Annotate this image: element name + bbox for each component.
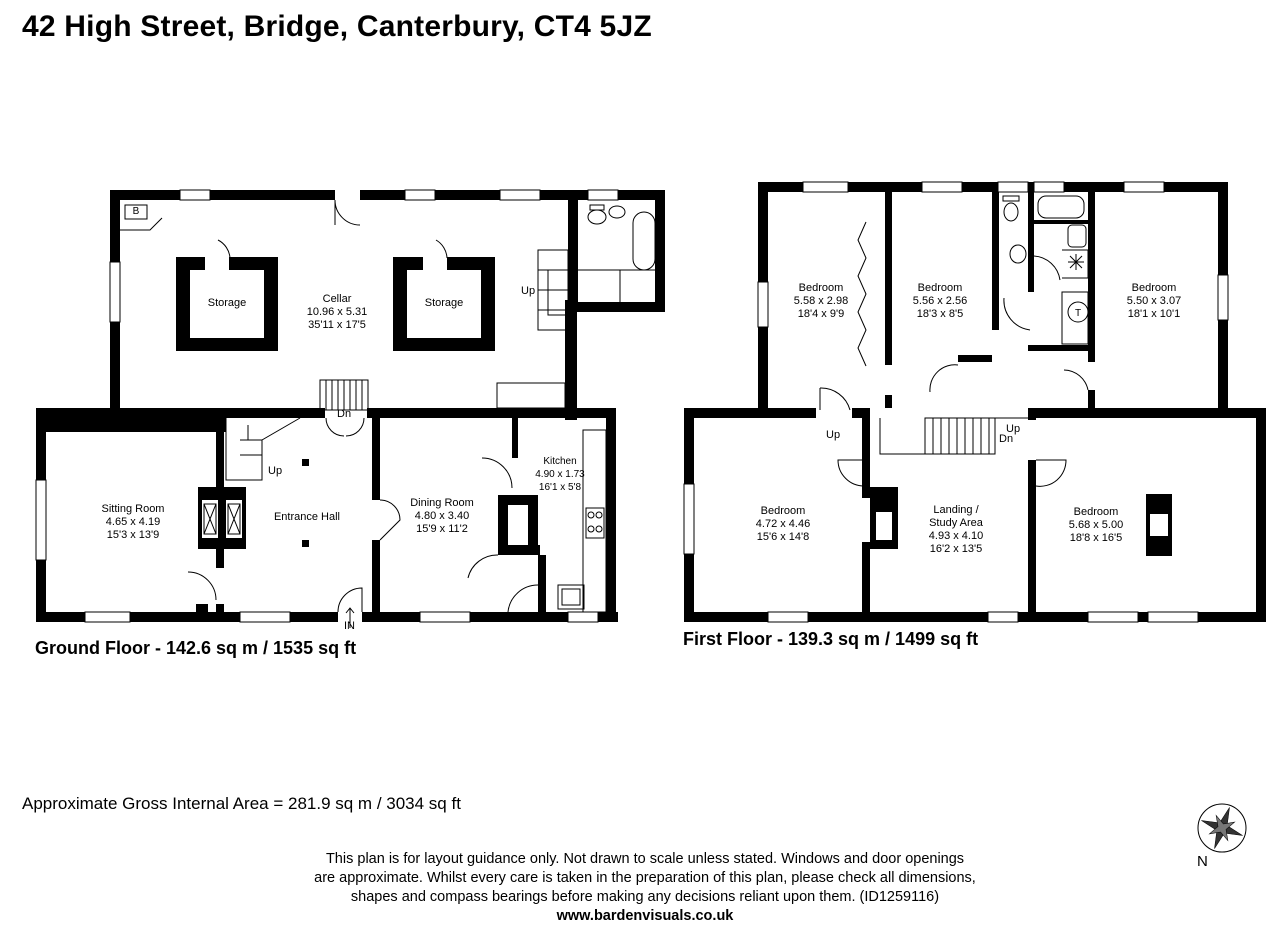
wall	[528, 495, 538, 545]
wall	[568, 200, 578, 310]
wall	[498, 495, 508, 555]
landing-metric: 4.93 x 4.10	[929, 530, 983, 542]
landing-name-1: Landing /	[933, 504, 979, 516]
dining-room-name: Dining Room	[410, 497, 474, 509]
stairs-up-left: Up	[826, 429, 840, 441]
gross-internal-area: Approximate Gross Internal Area = 281.9 …	[22, 794, 461, 813]
storage-label-right: Storage	[425, 297, 464, 309]
bedroom-2-name: Bedroom	[918, 282, 963, 294]
storage-room-left	[190, 270, 264, 338]
wall	[110, 190, 665, 200]
first-floor-label: First Floor - 139.3 sq m / 1499 sq ft	[683, 629, 979, 649]
stairs-down-tag: Dn	[337, 408, 351, 420]
cellar-metric: 10.96 x 5.31	[307, 306, 368, 318]
bedroom-1-name: Bedroom	[799, 282, 844, 294]
wall	[684, 612, 1266, 622]
website-link[interactable]: www.bardenvisuals.co.uk	[556, 908, 734, 924]
landing-name-2: Study Area	[929, 517, 984, 529]
bedroom-5-metric: 5.68 x 5.00	[1069, 519, 1123, 531]
cellar-name: Cellar	[323, 293, 352, 305]
landing-imperial: 16'2 x 13'5	[930, 543, 983, 555]
sitting-room-metric: 4.65 x 4.19	[106, 516, 160, 528]
cellar-imperial: 35'11 x 17'5	[308, 319, 366, 331]
stairs-up-cellar: Up	[521, 285, 535, 297]
bedroom-5-name: Bedroom	[1074, 506, 1119, 518]
wall	[606, 418, 616, 622]
sitting-room-imperial: 15'3 x 13'9	[107, 529, 160, 541]
dining-room-imperial: 15'9 x 11'2	[416, 523, 468, 535]
sitting-room-name: Sitting Room	[102, 503, 165, 515]
wall	[36, 612, 618, 622]
wall	[655, 190, 665, 312]
kitchen-metric: 4.90 x 1.73	[535, 469, 585, 480]
stairs-down-first: Dn	[999, 433, 1013, 445]
wall	[1088, 192, 1095, 418]
wall	[565, 300, 577, 420]
wall	[1030, 220, 1088, 224]
compass-rose-icon	[1197, 803, 1247, 853]
first-floor-plan	[683, 181, 1266, 623]
bedroom-1-imperial: 18'4 x 9'9	[798, 308, 844, 320]
stairs-up-right: Up	[1006, 423, 1020, 435]
wall	[498, 545, 540, 555]
bedroom-2-metric: 5.56 x 2.56	[913, 295, 967, 307]
dining-room-metric: 4.80 x 3.40	[415, 510, 469, 522]
ground-floor-label: Ground Floor - 142.6 sq m / 1535 sq ft	[35, 638, 357, 658]
page-title: 42 High Street, Bridge, Canterbury, CT4 …	[22, 10, 652, 43]
first-floor-fixtures	[819, 195, 1089, 487]
wall	[1028, 345, 1088, 351]
bedroom-1-metric: 5.58 x 2.98	[794, 295, 848, 307]
disclaimer-line-2: are approximate. Whilst every care is ta…	[314, 870, 976, 886]
kitchen-name: Kitchen	[543, 456, 576, 467]
wall	[958, 355, 999, 362]
wall	[992, 192, 999, 362]
stairs-up-hall: Up	[268, 465, 282, 477]
wall	[1028, 192, 1034, 292]
disclaimer: This plan is for layout guidance only. N…	[280, 850, 1010, 926]
storage-room-right	[407, 270, 481, 338]
wall	[1028, 418, 1036, 612]
bedroom-2-imperial: 18'3 x 8'5	[917, 308, 963, 320]
first-floor-labels: Bedroom 5.58 x 2.98 18'4 x 9'9 Bedroom 5…	[756, 282, 1181, 555]
bedroom-3-metric: 5.50 x 3.07	[1127, 295, 1181, 307]
wall	[512, 418, 518, 458]
entrance-in-tag: IN	[344, 620, 355, 632]
kitchen-imperial: 16'1 x 5'8	[539, 482, 582, 493]
wall	[1256, 408, 1266, 622]
wall	[570, 302, 665, 312]
disclaimer-line-3: shapes and compass bearings before makin…	[350, 889, 940, 905]
wall	[758, 182, 1228, 192]
wall	[498, 495, 538, 505]
wall	[885, 192, 892, 418]
wall	[36, 408, 226, 432]
bedroom-5-imperial: 18'8 x 16'5	[1070, 532, 1123, 544]
storage-label-left: Storage	[208, 297, 247, 309]
bedroom-3-imperial: 18'1 x 10'1	[1128, 308, 1181, 320]
water-tank-tag: T	[1075, 308, 1081, 319]
bedroom-4-name: Bedroom	[761, 505, 806, 517]
boiler-tag: B	[133, 206, 140, 217]
entrance-hall-name: Entrance Hall	[274, 511, 340, 523]
bedroom-3-name: Bedroom	[1132, 282, 1177, 294]
disclaimer-line-1: This plan is for layout guidance only. N…	[325, 851, 965, 867]
ground-floor-fixtures	[120, 199, 656, 628]
bedroom-4-imperial: 15'6 x 14'8	[757, 531, 810, 543]
compass-north-label: N	[1197, 853, 1208, 870]
wall	[538, 555, 546, 612]
bedroom-4-metric: 4.72 x 4.46	[756, 518, 810, 530]
ground-floor-labels: Storage Storage Cellar 10.96 x 5.31 35'1…	[102, 206, 586, 632]
